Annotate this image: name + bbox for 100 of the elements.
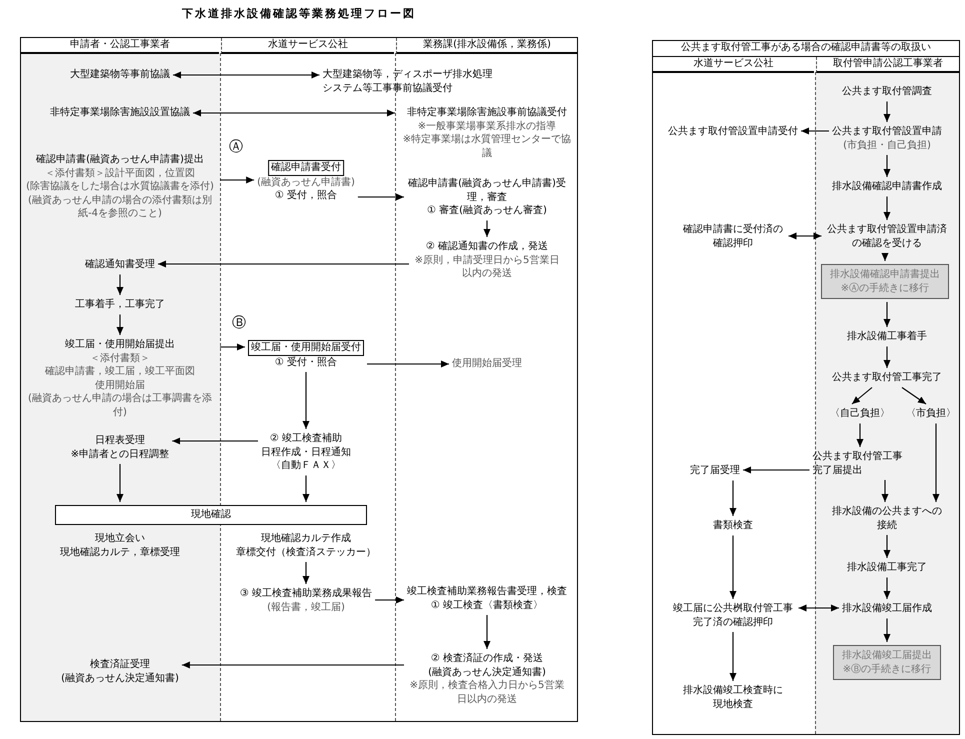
note-text: 使用開始届: [94, 378, 146, 392]
note-text: ※一般事業場事業系排水の指導: [416, 120, 558, 133]
note-text: (融資あっせん申請の場合は工事調書を添付): [27, 392, 213, 419]
arrow: [884, 302, 890, 327]
arrow: [730, 536, 736, 599]
step-text: ① 受付・照合: [274, 356, 338, 369]
step-text: 公共ます取付管設置申請: [832, 125, 942, 138]
note-text: (融資あっせん申請の場合の添付書類は別紙-4を参照のこと): [27, 194, 213, 220]
arrow: [158, 260, 409, 268]
note-text: 使用開始届受理: [452, 357, 522, 370]
step-text: 竣工届に公共桝取付管工事完了済の確認押印: [672, 602, 794, 629]
arrow: [882, 253, 888, 261]
step-text: 完了届受理: [690, 464, 740, 478]
note-text: (報告書，竣工届): [266, 600, 346, 614]
double-arrow: [173, 72, 320, 78]
step-text: ※Ⓐの手続きに移行: [840, 282, 930, 295]
step-text: 大型建築物等事前協議: [70, 68, 170, 82]
step-text: 確認申請書に受付済の確認押印: [682, 223, 784, 250]
step-text: ③ 竣工検査補助業務成果報告: [240, 587, 372, 600]
step-text: 排水設備確認申請書作成: [832, 180, 942, 194]
column-header: 取付管申請公認工事業者: [816, 57, 959, 73]
step-text: ② 竣工検査補助: [268, 432, 344, 446]
arrow: [882, 480, 888, 502]
note-text: ＜添付書類＞: [89, 352, 151, 365]
step-text: 確認通知書受理: [85, 258, 155, 272]
arrow: [730, 480, 736, 516]
arrow: [358, 194, 404, 200]
step-text: 工事着手，工事完了: [75, 298, 165, 312]
arrow: [902, 387, 926, 404]
step-text: 排水設備工事着手: [847, 330, 927, 344]
arrow: [884, 618, 890, 642]
diagram-title: 下水道排水設備確認等業務処理フロー図: [181, 6, 417, 21]
step-text: 排水設備竣工届作成: [842, 602, 932, 616]
note-text: (除害協議をした場合は水質協議書を添付): [25, 180, 215, 194]
double-arrow: [798, 604, 839, 612]
arrow: [116, 314, 124, 335]
arrow: [302, 476, 310, 502]
column-header: 業務課(排水設備係，業務係): [396, 38, 577, 54]
step-text: 日程表受理: [94, 434, 146, 448]
arrow: [375, 596, 404, 604]
step-text: ① 竣工検査〈書類検査〉: [430, 598, 544, 612]
step-text: ② 検査済証の作成・発送: [430, 652, 544, 666]
arrow: [884, 196, 890, 220]
step-text: 〈市負担〉: [906, 407, 956, 420]
arrow: [116, 464, 124, 502]
arrow: [743, 466, 810, 474]
step-text: 非特定事業場除害施設設置協議: [50, 106, 190, 120]
process-box: [833, 645, 941, 680]
step-text: 〈自動ＦＡＸ〉: [270, 459, 342, 472]
arrow: [730, 632, 736, 681]
note-text: ※原則，申請受理日から5営業日以内の発送: [414, 254, 560, 280]
step-text: 竣工届・使用開始届提出: [64, 338, 176, 352]
step-text: 排水設備竣工検査時に現地検査: [682, 684, 784, 711]
section-mark: Ⓐ: [229, 140, 243, 154]
arrow: [884, 155, 890, 177]
step-text: 排水設備工事完了: [847, 561, 927, 574]
arrow: [884, 578, 890, 599]
step-text: 〈自己負担〉: [830, 407, 890, 420]
column-header: 申請者・公認工事業者: [21, 38, 219, 54]
framed-step-label: 確認申請書受付: [268, 160, 344, 176]
step-text: 確認申請書(融資あっせん申請書)受理，審査: [407, 177, 567, 204]
step-text: 公共ます取付管設置申請済の確認を受ける: [826, 223, 948, 250]
arrow: [484, 615, 490, 649]
arrow: [484, 220, 490, 237]
step-text: 現地確認カルテ，章標受理: [60, 546, 180, 559]
double-arrow: [193, 110, 395, 116]
arrow: [116, 274, 124, 295]
step-text: 章標交付（検査済ステッカー）: [236, 546, 376, 559]
process-box: [821, 264, 949, 299]
arrow: [220, 344, 245, 350]
step-text: 竣工検査補助業務報告書受理，検査: [407, 585, 567, 598]
step-text: (融資あっせん決定通知書): [427, 666, 547, 679]
arrow: [932, 424, 940, 502]
note-text: (市負担・自己負担): [842, 138, 932, 152]
arrow: [801, 128, 829, 134]
arrow: [302, 372, 310, 429]
arrow: [884, 535, 890, 558]
step-text: 非特定事業場除害施設事前協議受付: [406, 106, 568, 120]
step-text: 現地立会い: [94, 532, 146, 546]
step-text: 公共ます取付管調査: [842, 85, 932, 98]
section-mark: Ⓑ: [232, 316, 246, 330]
column-header: 公共ます取付管工事がある場合の確認申請書等の取扱い: [653, 41, 959, 57]
step-text: ※申請者との日程調整: [70, 448, 170, 461]
step-text: 排水設備の公共ますへの接続: [831, 505, 943, 532]
step-text: ② 確認通知書の作成，発送: [424, 240, 550, 254]
step-text: 排水設備確認申請書提出: [830, 268, 940, 282]
note-text: ※原則，検査合格入力日から5営業日以内の発送: [408, 679, 566, 706]
step-text: 公共ます取付管工事完了届提出: [812, 450, 904, 477]
arrow: [172, 438, 258, 444]
step-text: 現地確認カルテ作成: [260, 532, 352, 546]
step-text: 公共ます取付管工事完了: [832, 371, 942, 384]
note-text: ※特定事業場は水質管理センターで協議: [402, 133, 572, 160]
arrow: [884, 102, 890, 122]
step-text: 大型建築物等，ディスポーザ排水処理システム等工事事前協議受付: [322, 68, 494, 95]
framed-step-label: 竣工届・使用開始届受付: [248, 340, 364, 356]
double-arrow: [788, 232, 822, 240]
arrow: [220, 176, 254, 184]
arrow: [302, 562, 310, 584]
arrow: [852, 387, 872, 404]
step-text: 日程作成・日程通知: [261, 446, 351, 459]
